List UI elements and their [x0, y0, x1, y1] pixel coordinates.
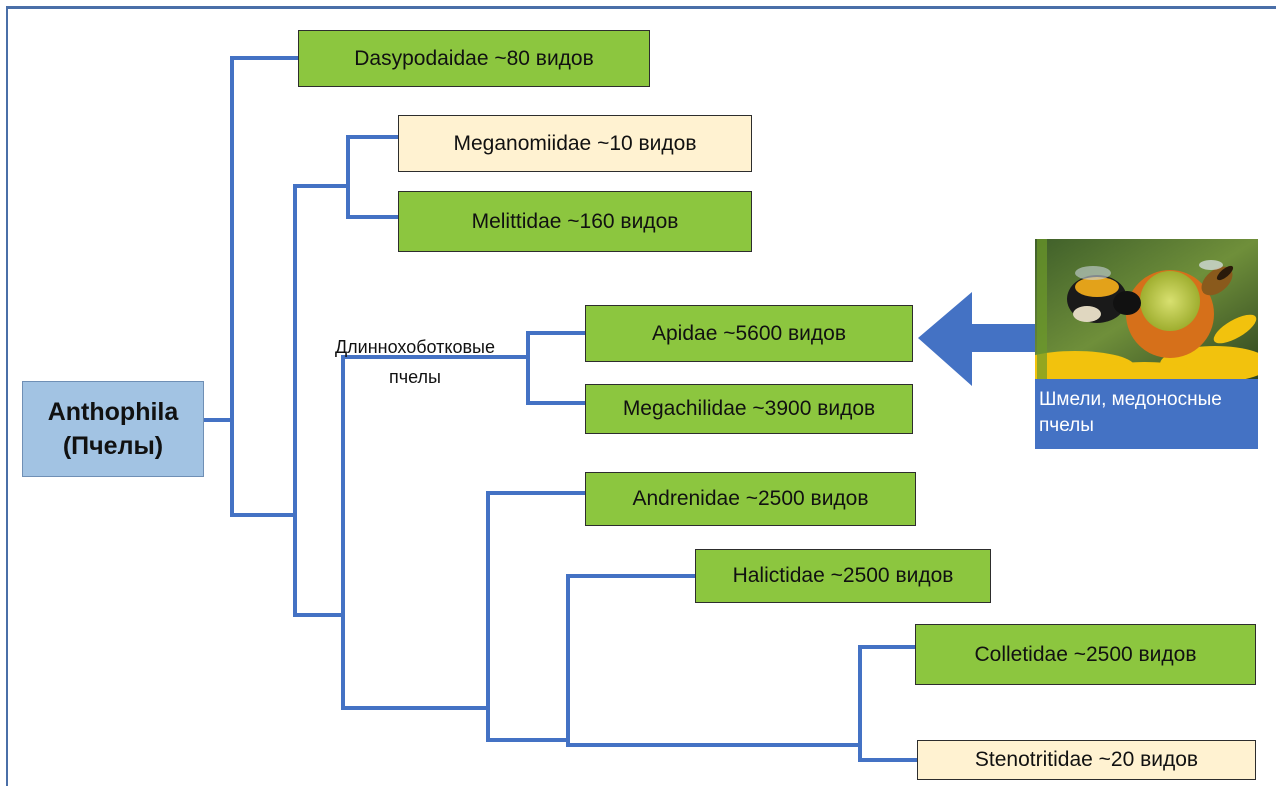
connector-long-tongued [526, 331, 587, 405]
clade-label-line2: пчелы [389, 367, 441, 387]
node-dasypodaidae: Dasypodaidae ~80 видов [298, 30, 650, 87]
clade-label-long-tongued: Длиннохоботковые пчелы [300, 332, 530, 392]
node-megachilidae: Megachilidae ~3900 видов [585, 384, 913, 434]
diagram-frame [6, 6, 1276, 786]
node-halictidae: Halictidae ~2500 видов [695, 549, 991, 603]
node-melittidae: Melittidae ~160 видов [398, 191, 752, 252]
photo-caption: Шмели, медоносные пчелы [1035, 379, 1258, 449]
connector-root [202, 56, 300, 517]
connector-andrenid-group [486, 491, 587, 742]
honeybee-icon [1199, 260, 1234, 296]
root-node-anthophila: Anthophila (Пчелы) [22, 381, 204, 477]
connector-halictid-group [566, 574, 862, 747]
node-stenotritidae: Stenotritidae ~20 видов [917, 740, 1256, 780]
photo-card: Шмели, медоносные пчелы [1035, 239, 1258, 449]
root-title: Anthophila [47, 398, 179, 426]
node-apidae: Apidae ~5600 видов [585, 305, 913, 362]
node-meganomiidae: Meganomiidae ~10 видов [398, 115, 752, 172]
bee-icon [1067, 266, 1141, 323]
arrow-to-apidae [918, 292, 1036, 386]
bumblebee-photo [1035, 239, 1258, 379]
root-subtitle: (Пчелы) [62, 432, 164, 460]
connector-main [293, 184, 350, 617]
node-andrenidae: Andrenidae ~2500 видов [585, 472, 916, 526]
connector-lower-group [341, 355, 530, 710]
connector-colletid-group [858, 645, 919, 762]
clade-label-line1: Длиннохоботковые [334, 337, 495, 357]
connector-melittid-group [346, 135, 400, 219]
node-colletidae: Colletidae ~2500 видов [915, 624, 1256, 685]
